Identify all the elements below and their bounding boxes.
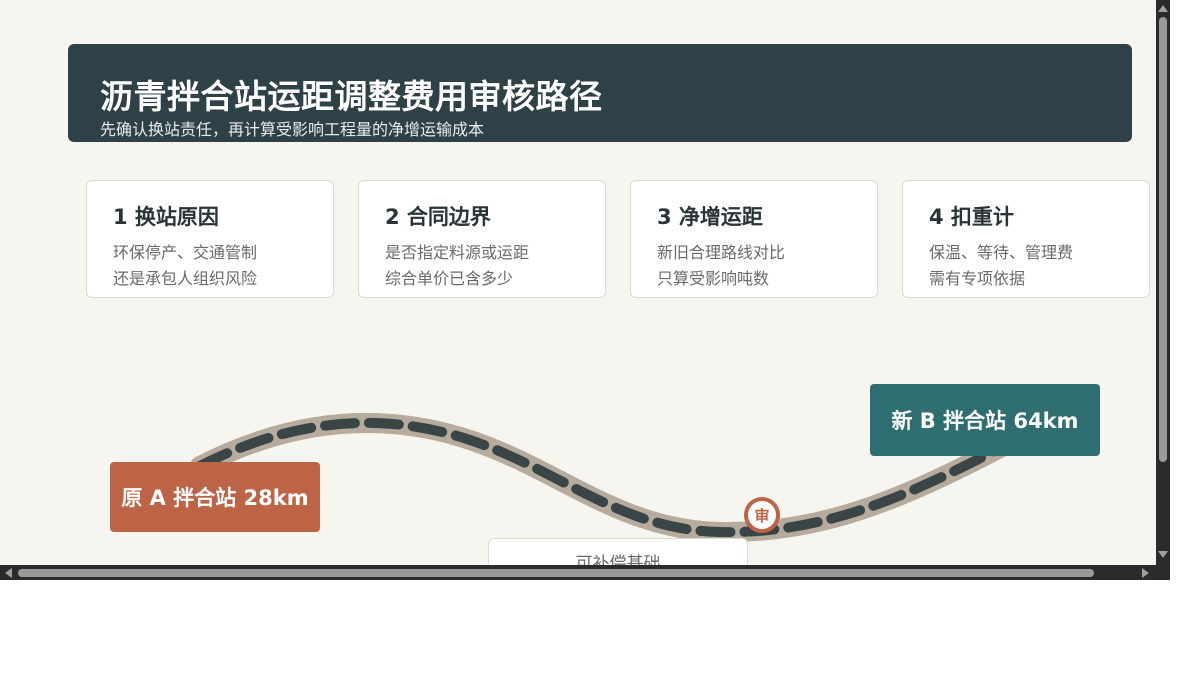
vertical-scrollbar[interactable]: [1156, 0, 1170, 565]
scroll-down-arrow-icon[interactable]: [1158, 551, 1168, 558]
step-card-line: 新旧合理路线对比: [657, 243, 786, 262]
route-road: [190, 413, 1010, 543]
step-card-title: 2 合同边界: [385, 205, 491, 229]
compensation-basis-label: 可补偿基础: [575, 554, 661, 565]
compensation-basis-box: 可补偿基础: [488, 538, 748, 565]
step-card-line: 是否指定料源或运距: [385, 243, 530, 262]
page-viewport: 沥青拌合站运距调整费用审核路径 先确认换站责任，再计算受影响工程量的净增运输成本…: [0, 0, 1156, 565]
vertical-scroll-thumb[interactable]: [1159, 17, 1167, 462]
horizontal-scroll-thumb[interactable]: [18, 569, 1094, 577]
scroll-up-arrow-icon[interactable]: [1158, 5, 1168, 12]
step-card-line: 综合单价已含多少: [385, 269, 514, 288]
step-card-line: 需有专项依据: [929, 269, 1026, 288]
scroll-corner: [1156, 565, 1170, 580]
page-title: 沥青拌合站运距调整费用审核路径: [100, 77, 603, 116]
horizontal-scrollbar[interactable]: [0, 565, 1156, 580]
step-card-title: 1 换站原因: [113, 205, 219, 229]
step-card-line: 只算受影响吨数: [657, 269, 770, 288]
road-dash: [195, 418, 1005, 538]
page-subtitle: 先确认换站责任，再计算受影响工程量的净增运输成本: [100, 120, 485, 139]
step-card-3: 3 净增运距 新旧合理路线对比 只算受影响吨数: [630, 180, 878, 298]
step-card-line: 环保停产、交通管制: [113, 243, 258, 262]
step-card-2: 2 合同边界 是否指定料源或运距 综合单价已含多少: [358, 180, 606, 298]
scroll-right-arrow-icon[interactable]: [1142, 568, 1149, 578]
scroll-left-arrow-icon[interactable]: [5, 568, 12, 578]
step-card-title: 3 净增运距: [657, 205, 763, 229]
audit-marker-icon: 审: [744, 497, 780, 533]
step-card-title: 4 扣重计: [929, 205, 1014, 229]
step-card-4: 4 扣重计 保温、等待、管理费 需有专项依据: [902, 180, 1150, 298]
station-a-label: 原 A 拌合站 28km: [110, 462, 320, 532]
step-card-line: 还是承包人组织风险: [113, 269, 258, 288]
station-b-label: 新 B 拌合站 64km: [870, 384, 1100, 456]
step-card-line: 保温、等待、管理费: [929, 243, 1074, 262]
header-banner: 沥青拌合站运距调整费用审核路径 先确认换站责任，再计算受影响工程量的净增运输成本: [68, 44, 1132, 142]
step-card-1: 1 换站原因 环保停产、交通管制 还是承包人组织风险: [86, 180, 334, 298]
